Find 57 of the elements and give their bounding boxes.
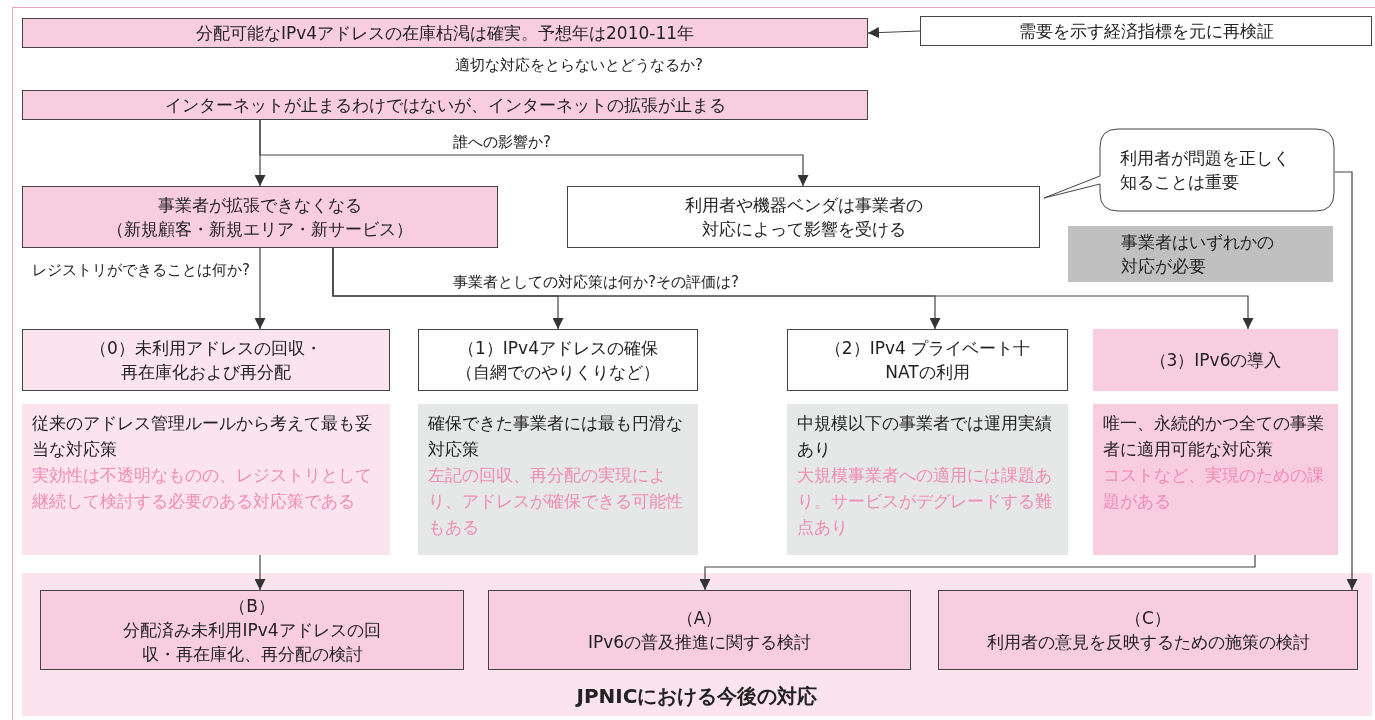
box-text: 利用者の意見を反映するための施策の検討	[986, 631, 1310, 654]
arrow	[699, 554, 1256, 591]
box-text: 需要を示す経済指標を元に再検証	[1018, 20, 1274, 43]
process-box	[920, 16, 1372, 46]
box-text: 確保できた事業者には最も円滑な対応策	[428, 412, 684, 461]
option-box	[418, 329, 698, 391]
box-text: 利用者が問題を正しく知ることは重要	[1120, 147, 1291, 194]
note-text: 実効性は不透明なものの、レジストリとして継続して検討する必要のある対応策である	[32, 464, 373, 513]
arrow	[332, 247, 1254, 330]
band-heading: JPNICにおける今後の対応	[576, 684, 818, 708]
question-text: 事業者としての対応策は何か?その評価は?	[453, 272, 739, 292]
text-panel	[787, 404, 1068, 555]
box-text: （3）IPv6の導入	[1149, 349, 1282, 372]
arrow	[254, 247, 266, 330]
box-text: 従来のアドレス管理ルールから考えて最も妥当な対応策	[32, 412, 373, 461]
box-text: IPv6の普及推進に関する検討	[587, 631, 812, 654]
action-box	[488, 590, 911, 670]
option-box	[22, 329, 390, 391]
note-text: コストなど、実現のための課題がある	[1103, 464, 1325, 513]
box-text: 分配可能なIPv4アドレスの在庫枯渇は確実。予想年は2010-11年	[195, 22, 695, 45]
statement-box	[567, 186, 1040, 248]
arrow	[1334, 171, 1358, 591]
action-box	[938, 590, 1358, 670]
statement-box	[22, 18, 868, 48]
box-text: 中規模以下の事業者では運用実績あり	[797, 412, 1053, 461]
option-box	[1093, 329, 1338, 391]
note-text: 大規模事業者への適用には課題あり。サービスがデグレードする難点あり	[797, 464, 1053, 539]
text-panel	[22, 404, 390, 555]
note-box	[1068, 226, 1333, 282]
question-text: 誰への影響か?	[453, 132, 551, 152]
box-text: （1）IPv4アドレスの確保（自網でのやりくりなど）	[455, 337, 661, 384]
text-panel	[418, 404, 698, 555]
option-box	[787, 329, 1068, 391]
box-text: （2）IPv4 プライベート十NATの利用	[823, 337, 1032, 384]
box-text: （C）	[1125, 607, 1171, 630]
box-text: 事業者はいずれかの対応が必要	[1120, 231, 1275, 278]
question-text: レジストリができることは何か?	[32, 260, 250, 280]
box-text: 分配済み未利用IPv4アドレスの回収・再在庫化、再分配の検討	[122, 619, 382, 666]
box-text: （B）	[229, 595, 275, 618]
box-text: インターネットが止まるわけではないが、インターネットの拡張が止まる	[164, 94, 726, 117]
box-text: （0）未利用アドレスの回収・再在庫化および再分配	[89, 337, 323, 384]
action-band	[22, 573, 1372, 716]
box-text: （新規顧客・新規エリア・新サービス）	[107, 218, 413, 241]
box-text: （A）	[676, 607, 723, 630]
note-text: 左記の回収、再分配の実現により、アドレスが確保できる可能性もある	[428, 464, 684, 539]
arrow	[867, 27, 921, 39]
action-box	[40, 590, 464, 670]
arrow	[254, 554, 266, 591]
arrow	[259, 119, 809, 187]
statement-box	[22, 90, 868, 120]
question-text: 適切な対応をとらないとどうなるか?	[455, 55, 703, 75]
text-panel	[1093, 404, 1338, 555]
speech-bubble	[1042, 128, 1335, 212]
box-text: 唯一、永続的かつ全ての事業者に適用可能な対応策	[1103, 412, 1325, 461]
box-text: 事業者が拡張できなくなる	[158, 194, 362, 217]
box-text: 利用者や機器ベンダは事業者の対応によって影響を受ける	[683, 194, 924, 241]
statement-box	[22, 186, 498, 248]
